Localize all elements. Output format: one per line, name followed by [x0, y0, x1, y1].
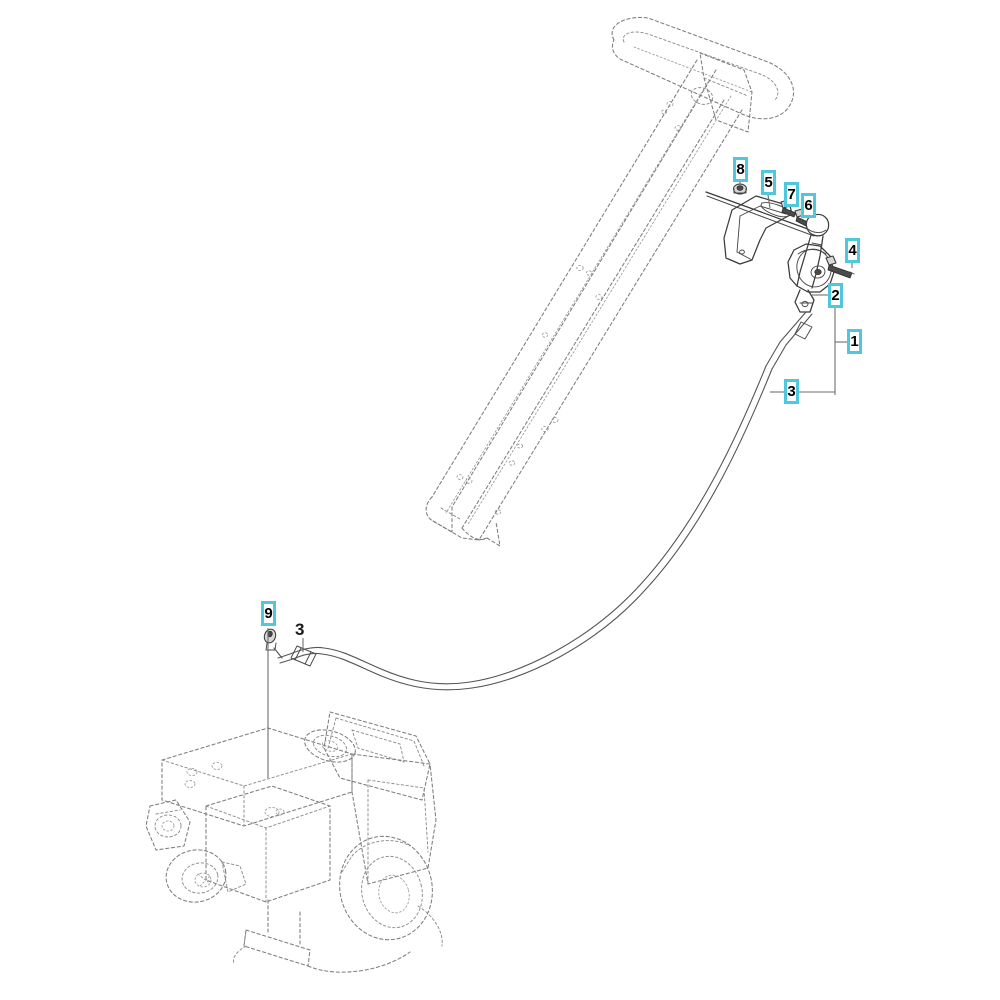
control-cable-part-3: [263, 311, 813, 691]
leader-lines: [267, 181, 853, 778]
callout-3-cable[interactable]: 3: [784, 379, 799, 404]
pivot-bolt-part-4: [825, 255, 855, 279]
label-3-engine-end: 3: [295, 620, 305, 639]
handlebar-assembly: [425, 16, 795, 547]
callout-6[interactable]: 6: [801, 193, 816, 218]
callout-7[interactable]: 7: [784, 182, 799, 207]
callout-9[interactable]: 9: [261, 601, 276, 626]
callout-1[interactable]: 1: [847, 329, 862, 354]
cable-end-fitting-part-9: [263, 628, 283, 659]
callout-8[interactable]: 8: [733, 157, 748, 182]
engine-assembly: [145, 711, 443, 973]
callout-2[interactable]: 2: [828, 283, 843, 308]
callout-4[interactable]: 4: [845, 238, 860, 263]
callout-5[interactable]: 5: [761, 170, 776, 195]
